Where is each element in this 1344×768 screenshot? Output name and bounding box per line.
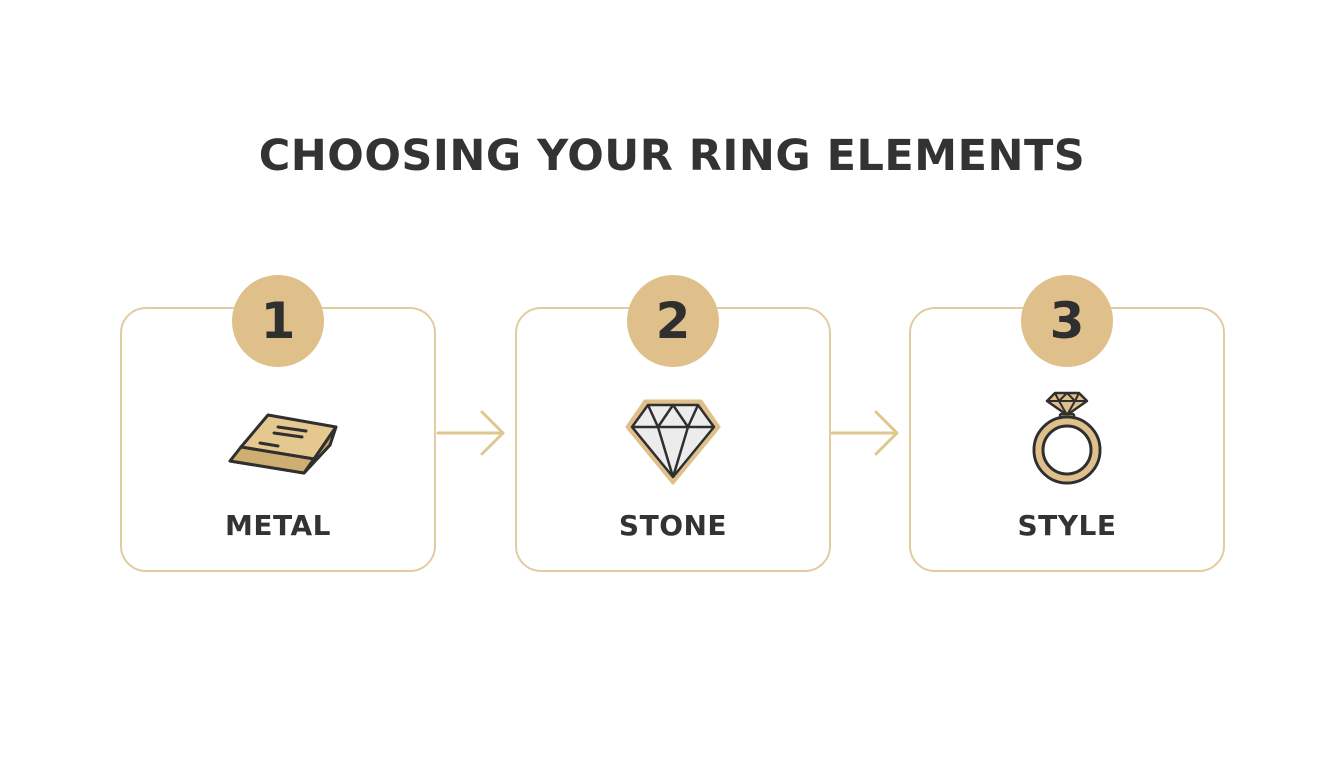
diamond-icon (625, 399, 721, 485)
step-label: STYLE (1017, 509, 1117, 542)
step-card-stone: 2 STONE (515, 275, 831, 572)
step-number-badge: 3 (1021, 275, 1113, 367)
arrow-right-icon (436, 410, 505, 456)
ring-icon (1032, 391, 1102, 485)
step-card-metal: 1 METAL (120, 275, 436, 572)
page-title: CHOOSING YOUR RING ELEMENTS (258, 131, 1086, 181)
gold-bar-icon (228, 413, 338, 475)
arrow-right-icon (830, 410, 899, 456)
step-number-badge: 2 (627, 275, 719, 367)
step-label: METAL (225, 509, 331, 542)
step-label: STONE (618, 509, 728, 542)
step-card-style: 3 STYLE (909, 275, 1225, 572)
step-number-badge: 1 (232, 275, 324, 367)
